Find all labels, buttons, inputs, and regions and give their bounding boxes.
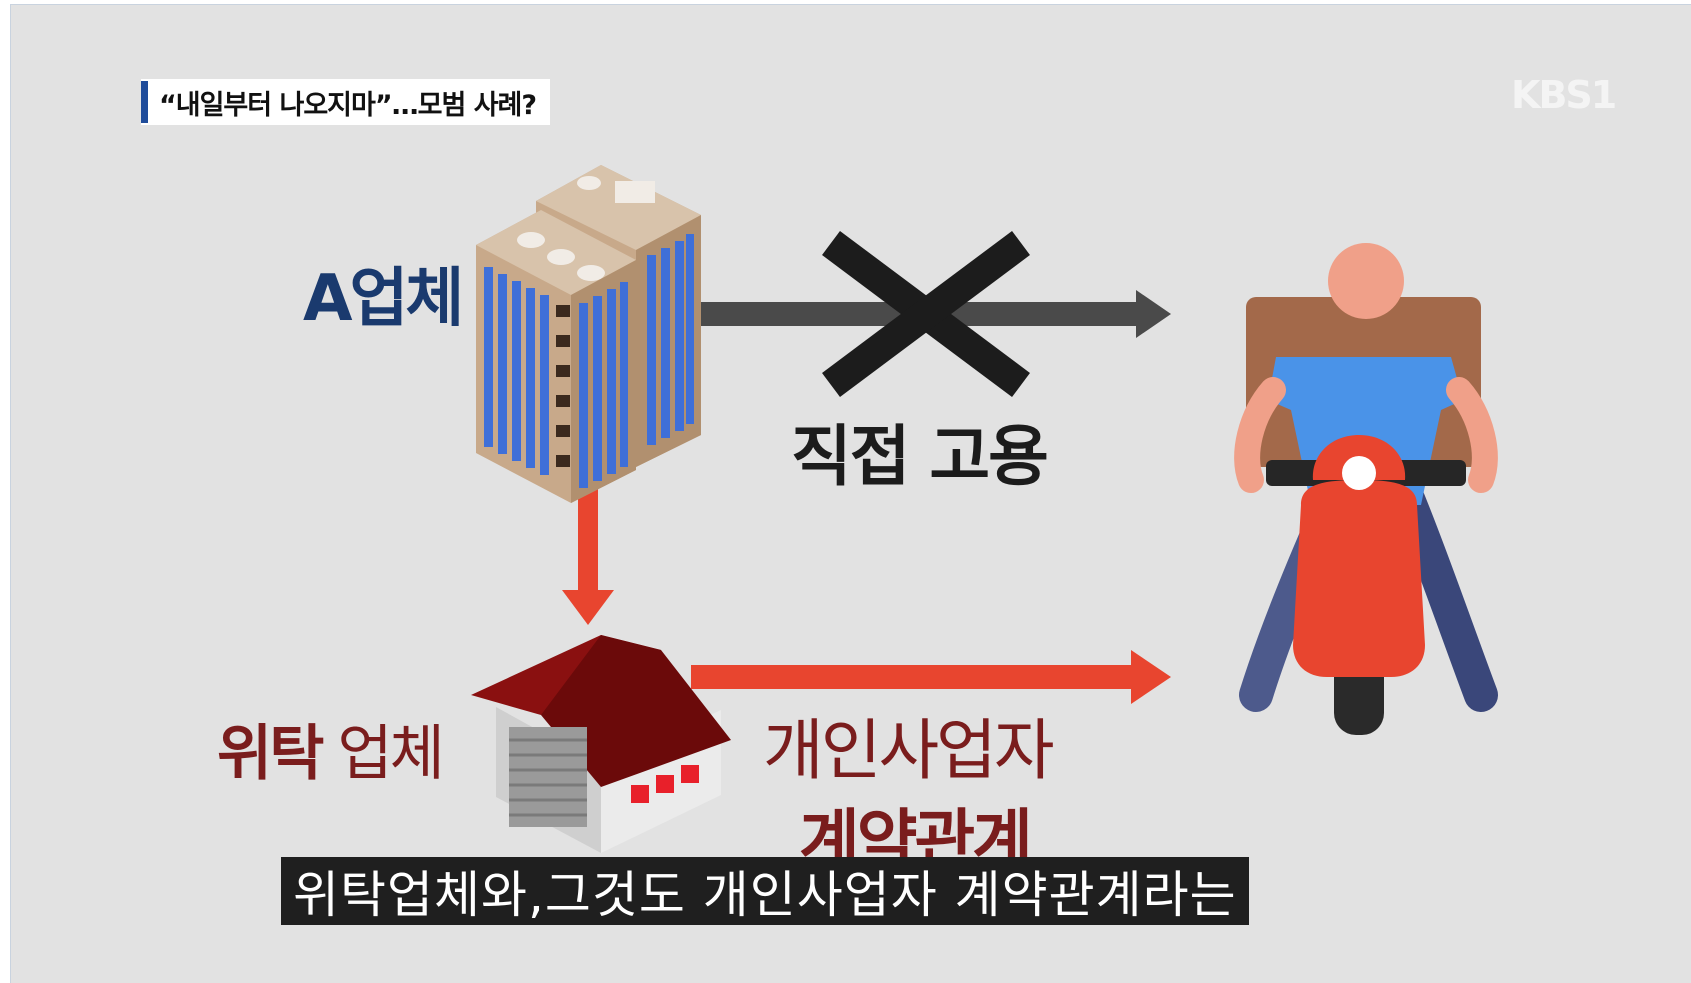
news-headline: “내일부터 나오지마”…모범 사례? bbox=[141, 79, 551, 125]
subcontract-down-arrow bbox=[562, 485, 614, 625]
subcontractor-label-bold: 위탁 bbox=[217, 719, 324, 789]
subcontractor-label: 위탁 업체 bbox=[217, 705, 445, 792]
subcontractor-label-rest: 업체 bbox=[321, 719, 444, 789]
headline-text: “내일부터 나오지마”…모범 사례? bbox=[159, 89, 537, 121]
video-frame: “내일부터 나오지마”…모범 사례? KBS1 bbox=[10, 4, 1691, 983]
caption-text: 위탁업체와,그것도 개인사업자 계약관계라는 bbox=[293, 866, 1237, 924]
cross-mark-icon bbox=[822, 230, 1030, 398]
delivery-rider-icon bbox=[1234, 243, 1498, 735]
direct-employment-label: 직접 고용 bbox=[791, 418, 1049, 495]
infographic-scene bbox=[471, 165, 1498, 853]
contract-label-line1: 개인사업자 bbox=[763, 712, 1055, 789]
office-building-icon bbox=[476, 165, 701, 503]
caption-subtitle: 위탁업체와,그것도 개인사업자 계약관계라는 bbox=[281, 857, 1249, 925]
contract-right-arrow bbox=[691, 650, 1171, 704]
warehouse-icon bbox=[471, 635, 731, 853]
headline-accent-bar bbox=[141, 81, 148, 123]
company-a-label: A업체 bbox=[303, 262, 464, 336]
broadcaster-logo: KBS1 bbox=[1511, 73, 1617, 117]
